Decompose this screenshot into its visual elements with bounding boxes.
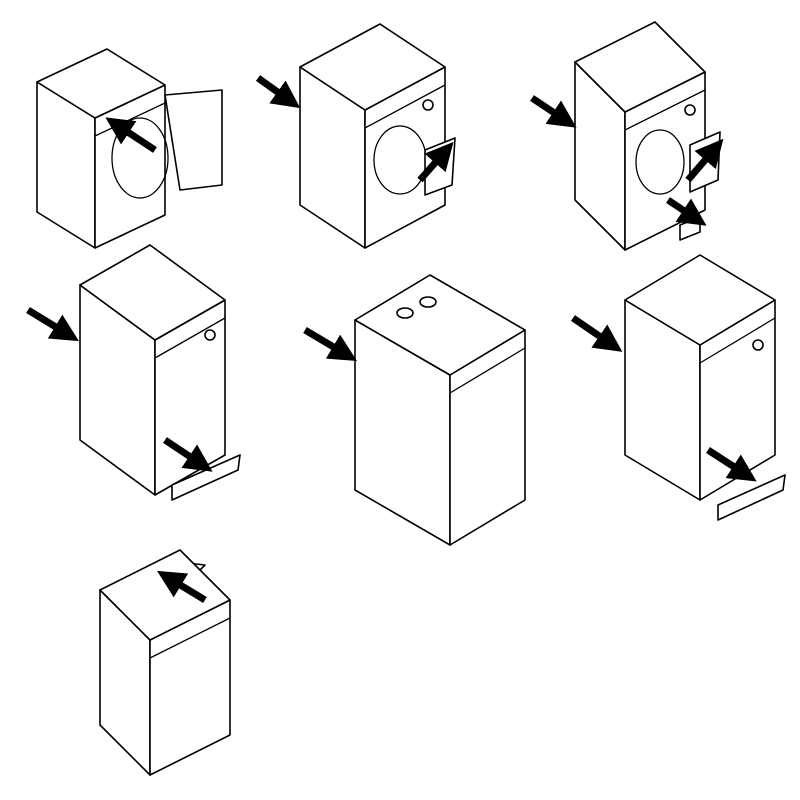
control-panel-line	[624, 89, 706, 131]
direction-arrow-icon	[706, 447, 757, 482]
control-panel-line	[154, 317, 226, 359]
top-panel-machine-icon	[354, 274, 526, 546]
direction-arrow-icon	[666, 197, 707, 226]
drum-opening	[635, 129, 685, 195]
control-panel-line	[364, 84, 446, 129]
direction-arrow-icon	[157, 570, 207, 603]
plinth-panel	[171, 454, 241, 501]
program-knob	[752, 339, 764, 351]
plinth-panel	[717, 474, 786, 521]
control-knob	[419, 296, 437, 308]
open-door	[164, 89, 223, 191]
top-panel	[36, 48, 166, 119]
front-loader-open-door-icon	[36, 48, 223, 249]
front-loader-plinth-icon	[79, 244, 241, 501]
front-loader-door-icon	[299, 23, 456, 249]
direction-arrow-icon	[571, 315, 623, 352]
front-loader-plinth-icon	[624, 254, 786, 521]
top-panel	[574, 21, 706, 113]
top-panel	[299, 23, 446, 111]
front-loader-door-filter-icon	[574, 21, 721, 251]
direction-arrow-icon	[26, 307, 79, 342]
top-panel	[354, 274, 526, 376]
direction-arrow-icon	[685, 138, 724, 183]
top-panel	[624, 254, 776, 346]
control-panel-line	[699, 317, 776, 364]
top-loader-open-lid-icon	[99, 549, 231, 776]
direction-arrow-icon	[417, 141, 454, 183]
direction-arrow-icon	[255, 75, 301, 109]
program-knob	[204, 329, 216, 341]
direction-arrow-icon	[530, 95, 577, 128]
direction-arrow-icon	[163, 437, 213, 472]
drum-opening	[111, 117, 169, 199]
direction-arrow-icon	[303, 326, 358, 361]
control-knob	[396, 307, 414, 319]
control-panel-line	[149, 617, 231, 659]
top-panel	[79, 244, 226, 341]
program-knob	[422, 99, 434, 111]
control-panel-line	[449, 347, 526, 394]
program-knob	[684, 104, 696, 116]
direction-arrow-icon	[105, 117, 157, 153]
